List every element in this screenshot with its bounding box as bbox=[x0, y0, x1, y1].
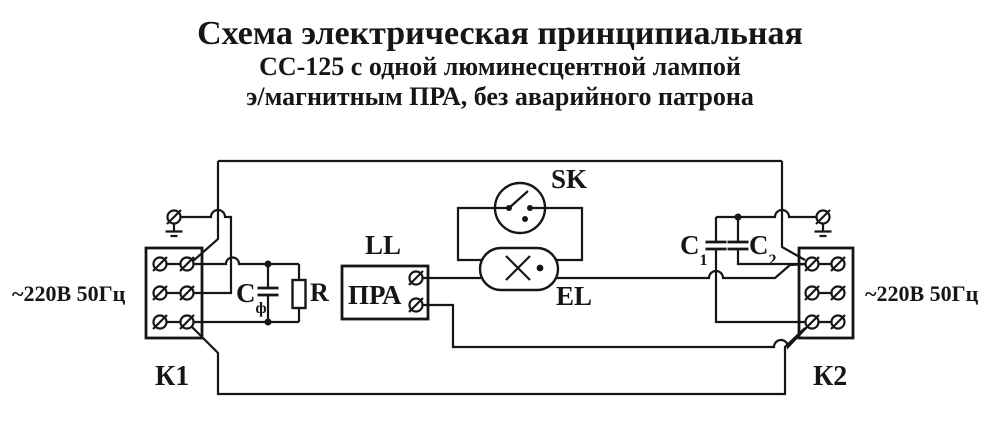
wire-bottom-bus bbox=[190, 325, 806, 396]
label-c-filter: Сф bbox=[236, 278, 267, 317]
page-title: Схема электрическая принципиальная bbox=[197, 15, 803, 52]
junction-dot bbox=[734, 213, 742, 221]
wire-lamp-to-k2 bbox=[556, 262, 807, 280]
label-c1: С1 bbox=[680, 230, 708, 269]
label-pra: ПРА bbox=[348, 280, 402, 310]
wire-starter-left bbox=[456, 206, 495, 262]
junction-dot bbox=[264, 260, 272, 268]
label-sk: SK bbox=[551, 164, 587, 194]
wires bbox=[181, 159, 816, 396]
ground-icon-left bbox=[165, 209, 183, 238]
wire-ballast-return bbox=[422, 303, 807, 350]
page-subtitle-2: э/магнитным ПРА, без аварийного патрона bbox=[246, 82, 754, 111]
capacitor-c1 bbox=[705, 240, 727, 251]
lamp-cross-icon bbox=[505, 255, 531, 281]
screw-terminal-icon bbox=[152, 256, 195, 330]
label-k1: К1 bbox=[155, 361, 189, 392]
label-ll: LL bbox=[365, 230, 401, 260]
ground-icon-right bbox=[814, 209, 832, 238]
connector-block-k2 bbox=[797, 246, 855, 340]
capacitor-c2 bbox=[727, 240, 749, 251]
label-voltage-right: ~220В 50Гц bbox=[865, 281, 979, 306]
wire-starter-right bbox=[545, 206, 584, 262]
label-c2: С2 bbox=[749, 230, 777, 269]
wire-right-top-drop bbox=[780, 161, 806, 261]
starter-sk bbox=[493, 181, 547, 235]
junction-dot bbox=[264, 318, 272, 326]
wire-c2-bottom bbox=[736, 249, 806, 266]
label-voltage-left: ~220В 50Гц bbox=[12, 281, 126, 306]
label-r: R bbox=[310, 278, 329, 307]
screw-terminal-icon bbox=[804, 256, 846, 330]
connector-block-k1 bbox=[144, 246, 204, 340]
wire-k1-ground bbox=[181, 208, 233, 295]
wire-right-ground bbox=[716, 208, 816, 219]
wire-c1-bottom bbox=[714, 249, 806, 324]
page-subtitle-1: СС-125 с одной люминесцентной лампой bbox=[259, 52, 741, 81]
capacitor-filter bbox=[257, 286, 279, 297]
screw-terminal-icon bbox=[408, 270, 424, 313]
lamp-el bbox=[478, 246, 560, 292]
resistor-r bbox=[291, 278, 307, 310]
wire-cap-top-leads bbox=[714, 217, 740, 242]
ballast-box bbox=[340, 264, 430, 321]
label-el: EL bbox=[556, 281, 592, 311]
label-k2: К2 bbox=[813, 361, 847, 392]
wire-k1-top-row bbox=[192, 256, 299, 266]
